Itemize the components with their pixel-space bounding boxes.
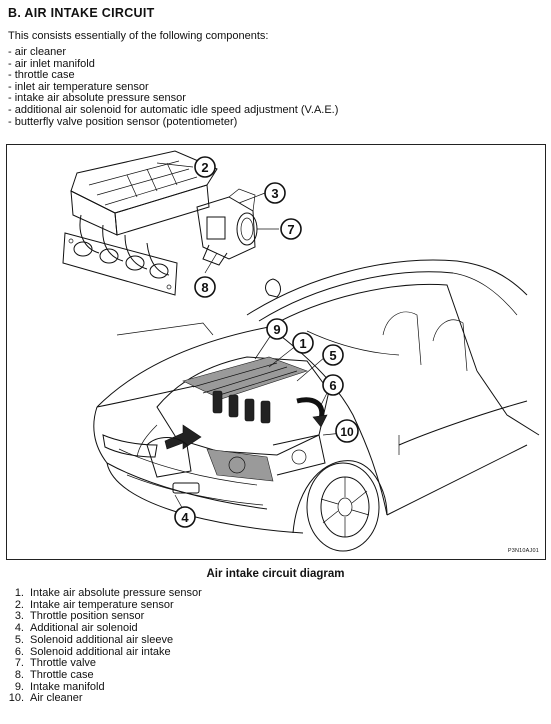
legend-list: 1. Intake air absolute pressure sensor 2.… [0,587,202,705]
legend-number: 9. [14,680,24,693]
legend-item: 3. Throttle position sensor [0,611,202,623]
legend-item: 1. Intake air absolute pressure sensor [0,587,202,600]
legend-number: 4. [14,622,24,635]
svg-text:5: 5 [329,348,336,363]
component-item: - throttle case [8,69,75,82]
figure-caption: Air intake circuit diagram [206,568,345,580]
svg-text:8: 8 [201,280,208,295]
legend-text: Solenoid additional air sleeve [30,633,174,646]
legend-number: 7. [14,657,24,670]
legend-item: 4. Additional air solenoid [0,622,202,635]
legend-number: 6. [14,645,24,658]
callout-6: 6 [322,374,344,396]
legend-number: 10. [8,692,24,705]
intake-manifold-drawing [62,150,258,296]
diagram-illustration: 2 3 7 8 9 1 5 [62,150,540,552]
air-intake-diagram: 2 3 7 8 9 1 5 [6,144,546,560]
callout-5: 5 [322,344,344,366]
legend-number: 5. [14,633,24,646]
component-item: - air cleaner [8,46,67,58]
legend-item: 10. Air cleaner [0,692,202,705]
legend-text: Throttle position sensor [30,610,145,623]
legend-number: 2. [14,598,24,611]
legend-text: Additional air solenoid [30,622,138,635]
legend-item: 5. Solenoid additional air sleeve [0,633,202,647]
legend-number: 3. [14,610,24,623]
callout-2: 2 [194,156,216,178]
legend-item: 6. Solenoid additional air intake [0,645,202,659]
svg-text:4: 4 [181,510,189,525]
callout-1: 1 [292,332,314,354]
legend-text: Intake air temperature sensor [30,598,174,611]
svg-text:9: 9 [273,322,280,337]
callout-3: 3 [264,182,286,204]
intro-text: This consists essentially of the followi… [8,30,269,42]
callout-10: 10 [335,419,359,443]
legend-number: 8. [14,668,24,681]
figure-code: P3N10AJ01 [507,548,539,554]
svg-text:3: 3 [271,186,278,201]
legend-text: Intake manifold [30,680,105,693]
callout-7: 7 [280,218,302,240]
callout-8: 8 [194,276,216,298]
svg-text:10: 10 [340,425,354,439]
component-item: - air inlet manifold [8,57,95,70]
legend-text: Intake air absolute pressure sensor [30,587,202,599]
legend-text: Throttle valve [30,657,97,670]
legend-item: 9. Intake manifold [0,680,202,694]
legend-item: 8. Throttle case [0,668,202,682]
svg-text:1: 1 [299,336,306,351]
callout-9: 9 [266,318,288,340]
component-list: - air cleaner - air inlet manifold - thr… [8,46,339,128]
section-heading: B. AIR INTAKE CIRCUIT [8,6,155,20]
legend-text: Solenoid additional air intake [30,645,171,658]
engine-drawing [136,356,330,482]
legend-text: Air cleaner [30,692,83,705]
svg-text:7: 7 [287,222,294,237]
component-item: - inlet air temperature sensor [8,80,149,93]
component-item: - butterfly valve position sensor (poten… [8,115,238,128]
legend-text: Throttle case [30,668,94,681]
component-item: - intake air absolute pressure sensor [8,92,186,105]
svg-text:2: 2 [201,160,208,175]
legend-item: 7. Throttle valve [0,657,202,670]
svg-text:6: 6 [329,378,336,393]
car-body-drawing [93,259,540,552]
component-item: - additional air solenoid for automatic … [8,103,339,116]
callout-4: 4 [174,506,196,528]
legend-number: 1. [14,587,24,599]
legend-item: 2. Intake air temperature sensor [0,598,202,612]
